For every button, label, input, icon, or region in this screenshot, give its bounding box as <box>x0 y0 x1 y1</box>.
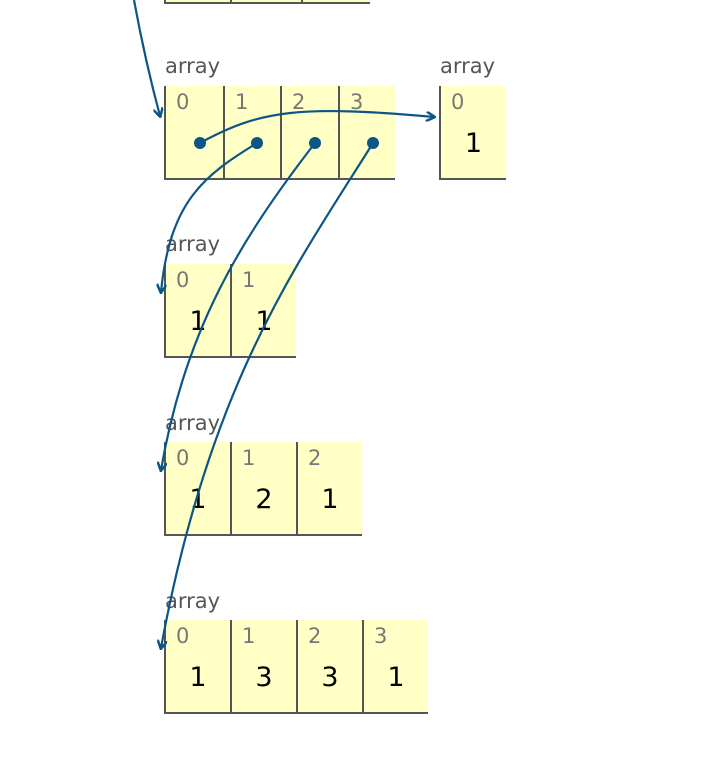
pointer-dot-2 <box>309 137 321 149</box>
row3-cell-1: 1 3 <box>232 620 298 712</box>
row3-value-2: 3 <box>321 662 339 693</box>
row0-value-0: 1 <box>464 128 483 159</box>
outer-cell-2: 2 <box>282 86 340 178</box>
row0-index-0: 0 <box>451 90 465 114</box>
row2-index-0: 0 <box>176 446 190 470</box>
row3-index-2: 2 <box>308 624 322 648</box>
row3-cell-2: 2 3 <box>298 620 364 712</box>
row3-value-3: 1 <box>387 662 405 693</box>
pointer-dot-3 <box>367 137 379 149</box>
outer-array-label: array <box>165 54 221 78</box>
row0-cell-0: 0 1 <box>441 86 506 178</box>
row1-index-1: 1 <box>242 268 256 292</box>
row3-value-1: 3 <box>255 662 273 693</box>
row1-index-0: 0 <box>176 268 190 292</box>
outer-cell-1: 1 <box>225 86 282 178</box>
pointer-dot-1 <box>251 137 263 149</box>
pointer-2-to-row2 <box>161 142 316 470</box>
row1-array-label: array <box>165 232 221 256</box>
row2-cell-1: 1 2 <box>232 442 298 534</box>
row3-index-0: 0 <box>176 624 190 648</box>
pointer-3-to-row3 <box>161 142 374 648</box>
row3-index-1: 1 <box>242 624 256 648</box>
row3-index-3: 3 <box>374 624 388 648</box>
row2-index-2: 2 <box>308 446 322 470</box>
pointer-0-to-row0 <box>199 109 434 144</box>
row1-cell-1: 1 1 <box>232 264 296 356</box>
pointer-dot-0 <box>194 137 206 149</box>
row2-value-1: 2 <box>255 484 273 515</box>
row2-cell-2: 2 1 <box>298 442 362 534</box>
partial-array-top <box>164 0 370 4</box>
row3-value-0: 1 <box>189 662 207 693</box>
incoming-pointer <box>132 0 160 116</box>
row1-value-1: 1 <box>255 306 273 337</box>
row2-value-2: 1 <box>321 484 339 515</box>
row3-cell-0: 0 1 <box>166 620 232 712</box>
row3-cell-3: 3 1 <box>364 620 428 712</box>
outer-index-0: 0 <box>176 90 190 114</box>
outer-index-1: 1 <box>235 90 249 114</box>
outer-cell-3: 3 <box>340 86 395 178</box>
outer-index-3: 3 <box>350 90 364 114</box>
row2-array-label: array <box>165 411 221 435</box>
outer-index-2: 2 <box>292 90 306 114</box>
row3-array-label: array <box>165 589 221 613</box>
pointer-1-to-row1 <box>161 142 258 292</box>
row0-array-label: array <box>440 54 496 78</box>
row2-index-1: 1 <box>242 446 256 470</box>
